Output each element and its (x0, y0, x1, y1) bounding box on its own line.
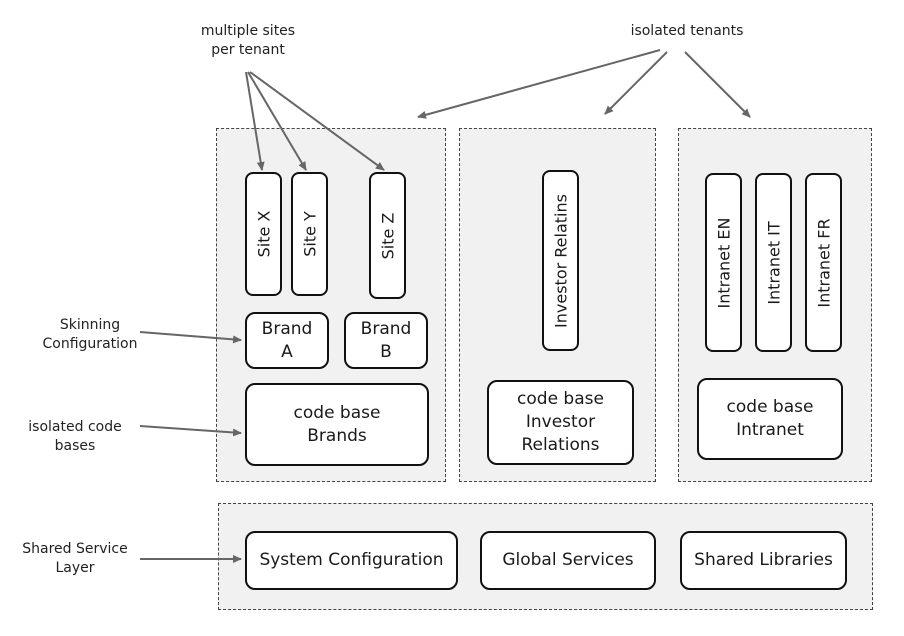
arrow-to-tenant-brands (417, 49, 661, 119)
shared-libraries-box: Shared Libraries (680, 531, 847, 590)
arrow-to-site-y (247, 71, 307, 171)
code-base-investor-relations: code base Investor Relations (487, 380, 634, 465)
multiple-sites-note: multiple sites per tenant (200, 23, 296, 58)
code-base-brands-label: code base Brands (293, 402, 381, 446)
site-intranet-en-box: Intranet EN (705, 173, 742, 352)
system-configuration-box: System Configuration (245, 531, 458, 590)
arrow-to-tenant-intranet (684, 51, 751, 118)
site-investor-relations-box: Investor Relatins (542, 170, 579, 351)
code-base-intranet-label: code base Intranet (726, 397, 814, 440)
skinning-configuration-note: Skinning Configuration (42, 317, 138, 352)
arrow-to-code-base-brands (139, 425, 242, 437)
brand-b-box: Brand B (344, 312, 428, 369)
system-configuration-label: System Configuration (259, 550, 444, 570)
shared-libraries-label: Shared Libraries (694, 550, 833, 570)
brand-a-label: Brand A (261, 318, 313, 362)
site-intranet-it-box: Intranet IT (755, 173, 792, 352)
code-base-intranet: code base Intranet (697, 378, 843, 460)
site-intranet-fr-box: Intranet FR (805, 173, 842, 352)
arrow-to-site-z (249, 71, 385, 171)
arrow-to-brand-a (139, 331, 242, 344)
site-y-box: Site Y (291, 172, 328, 296)
global-services-label: Global Services (502, 550, 634, 570)
isolated-code-bases-note: isolated code bases (28, 419, 122, 454)
site-z-box: Site Z (369, 172, 406, 299)
brand-a-box: Brand A (245, 312, 329, 369)
brand-b-label: Brand B (360, 318, 412, 362)
code-base-brands: code base Brands (245, 383, 429, 466)
site-x-box: Site X (245, 172, 282, 296)
arrow-to-tenant-investor (604, 51, 668, 115)
isolated-tenants-note: isolated tenants (630, 23, 744, 39)
code-base-investor-relations-label: code base Investor Relations (517, 389, 604, 455)
arrow-to-site-x (245, 71, 265, 171)
shared-service-layer-note: Shared Service Layer (22, 541, 128, 576)
global-services-box: Global Services (480, 531, 656, 590)
